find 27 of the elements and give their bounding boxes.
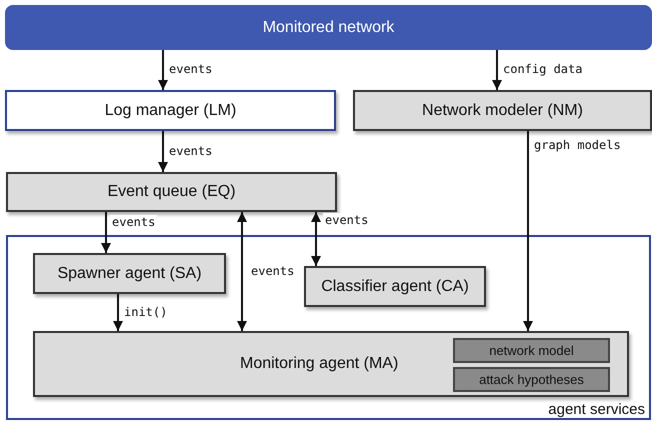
process-box: [33, 253, 226, 294]
node-label: Monitoring agent (MA): [240, 355, 398, 373]
edge-label: events: [249, 264, 296, 278]
process-box: [353, 90, 652, 131]
node-label: Classifier agent (CA): [321, 278, 469, 296]
node-label: Log manager (LM): [104, 102, 236, 120]
edge-label: events: [110, 214, 158, 228]
node-label: Monitored network: [262, 18, 394, 36]
edge-label: config data: [501, 62, 584, 76]
component-box: [453, 338, 610, 363]
network-banner: [5, 5, 652, 50]
component-box: [453, 367, 610, 392]
edge-label: events: [167, 62, 214, 76]
group-container: [6, 235, 651, 420]
edge-label: events: [167, 144, 214, 158]
node-label: Spawner agent (SA): [57, 264, 202, 282]
process-box: [6, 172, 337, 212]
node-label: Event queue (EQ): [107, 183, 236, 201]
node-label: network model: [489, 343, 574, 358]
process-box: [304, 266, 486, 307]
edge-label: graph models: [532, 138, 623, 152]
process-box: [33, 331, 629, 397]
node-label: agent services: [548, 401, 645, 418]
node-label: attack hypotheses: [479, 372, 584, 387]
process-box: [5, 90, 336, 131]
edge-label: events: [323, 213, 370, 227]
node-label: Network modeler (NM): [422, 102, 583, 120]
